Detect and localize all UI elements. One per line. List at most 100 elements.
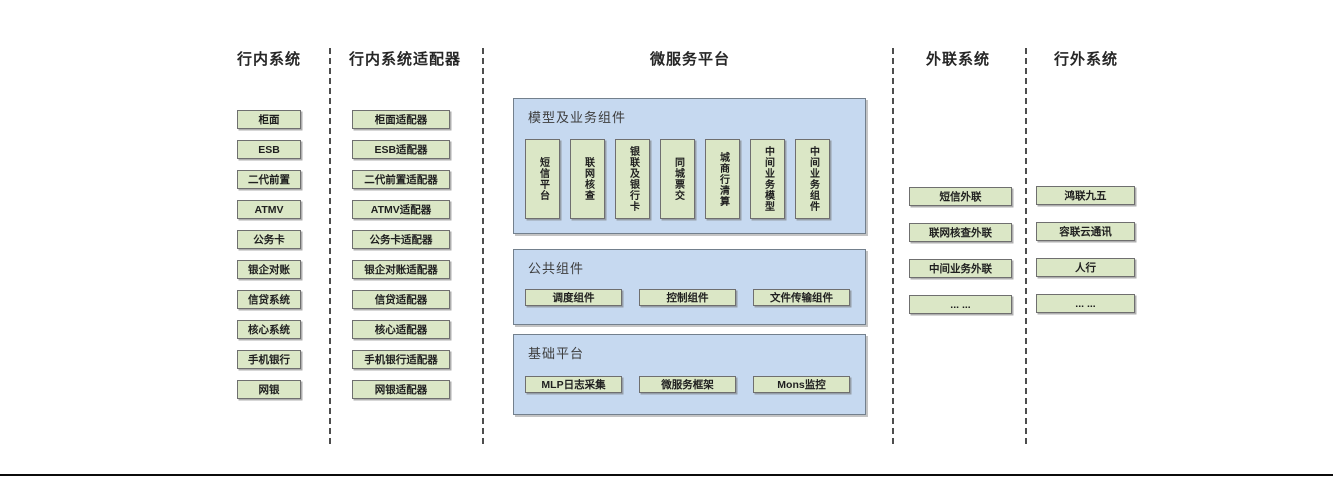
diagram-box: 网银适配器: [352, 380, 450, 399]
diagram-box-label: ESB: [258, 143, 280, 156]
diagram-box: 公务卡: [237, 230, 301, 249]
outside-bank-systems-list: 鸿联九五容联云通讯人行 ... ...: [1036, 186, 1135, 313]
external-link-systems-list: 短信外联联网核查外联中间业务外联 ... ...: [909, 187, 1012, 314]
diagram-box-label: 银企对账适配器: [364, 264, 438, 276]
diagram-box: 联网核查: [570, 139, 605, 219]
diagram-box: 信贷适配器: [352, 290, 450, 309]
diagram-box: 银企对账适配器: [352, 260, 450, 279]
diagram-box-label: 短信平台: [537, 157, 549, 201]
diagram-box-label: 人行: [1075, 262, 1096, 274]
diagram-box: 柜面适配器: [352, 110, 450, 129]
diagram-box-label: 城商行清算: [717, 151, 729, 207]
diagram-box: 联网核查外联: [909, 223, 1012, 242]
diagram-box-label: 网银适配器: [374, 384, 428, 396]
diagram-box: 中间业务外联: [909, 259, 1012, 278]
diagram-box: 银企对账: [237, 260, 301, 279]
diagram-box-label: 鸿联九五: [1064, 190, 1107, 202]
diagram-box: ESB: [237, 140, 301, 159]
diagram-box-label: ATMV适配器: [370, 204, 432, 216]
diagram-box-label: 容联云通讯: [1059, 226, 1112, 238]
diagram-box: 核心系统: [237, 320, 301, 339]
column-separator-3: [892, 48, 894, 444]
diagram-box-label: ATMV: [254, 203, 284, 216]
column-separator-4: [1025, 48, 1027, 444]
diagram-box: 柜面: [237, 110, 301, 129]
diagram-box: 中间业务组件: [795, 139, 830, 219]
diagram-box: 文件传输组件: [753, 289, 850, 306]
model-business-components-list: 短信平台 联网核查 银联及银行卡 同城票交 城商行清算 中间业务模型 中间业务组件: [525, 139, 830, 219]
diagram-box: 短信外联: [909, 187, 1012, 206]
common-components-list: 调度组件 控制组件 文件传输组件: [525, 289, 850, 306]
panel-base-platform: 基础平台 MLP日志采集 微服务框架 Mons监控: [513, 334, 866, 415]
diagram-box: 信贷系统: [237, 290, 301, 309]
diagram-box-label: 中间业务模型: [762, 146, 774, 212]
diagram-box: 短信平台: [525, 139, 560, 219]
diagram-box: 二代前置: [237, 170, 301, 189]
diagram-box: ATMV: [237, 200, 301, 219]
diagram-box-label: 核心系统: [248, 324, 290, 336]
diagram-box: 银联及银行卡: [615, 139, 650, 219]
diagram-box: 容联云通讯: [1036, 222, 1135, 241]
diagram-box-label: 银企对账: [248, 264, 290, 276]
diagram-box: 公务卡适配器: [352, 230, 450, 249]
inbank-systems-list: 柜面 ESB 二代前置 ATMV 公务卡银企对账信贷系统核心系统手机银行网银: [237, 110, 301, 399]
diagram-box-label: 同城票交: [672, 157, 684, 201]
diagram-box: 二代前置适配器: [352, 170, 450, 189]
diagram-box-label: 二代前置适配器: [364, 174, 438, 186]
panel-label: 基础平台: [528, 346, 585, 361]
panel-label: 模型及业务组件: [528, 110, 627, 125]
diagram-box: 人行: [1036, 258, 1135, 277]
panel-common-components: 公共组件 调度组件 控制组件 文件传输组件: [513, 249, 866, 325]
diagram-box-label: 柜面适配器: [374, 114, 428, 126]
column-separator-2: [482, 48, 484, 444]
inbank-adapters-list: 柜面适配器 ESB适配器二代前置适配器 ATMV适配器公务卡适配器银企对账适配器信贷…: [352, 110, 450, 399]
diagram-box: 中间业务模型: [750, 139, 785, 219]
diagram-box-label: 网银: [258, 384, 280, 396]
diagram-box-label: 柜面: [258, 114, 280, 126]
diagram-box: 调度组件: [525, 289, 622, 306]
diagram-box-label: 信贷适配器: [374, 294, 428, 306]
base-platform-list: MLP日志采集 微服务框架 Mons监控: [525, 376, 850, 393]
diagram-box-label: 控制组件: [666, 292, 709, 304]
diagram-box-label: 公务卡适配器: [369, 234, 433, 246]
diagram-box: 同城票交: [660, 139, 695, 219]
diagram-box-label: 信贷系统: [248, 294, 290, 306]
diagram-box: 控制组件: [639, 289, 736, 306]
diagram-box: 鸿联九五: [1036, 186, 1135, 205]
diagram-box-label: 手机银行: [248, 354, 290, 366]
column-header-inbank-adapters: 行内系统适配器: [348, 51, 461, 68]
diagram-box-label: 中间业务外联: [929, 263, 992, 275]
diagram-box-label: MLP日志采集: [541, 379, 606, 391]
diagram-box-label: 手机银行适配器: [364, 354, 438, 366]
column-header-inbank-systems: 行内系统: [236, 51, 301, 68]
diagram-box: MLP日志采集: [525, 376, 622, 393]
column-header-microservice-platform: 微服务平台: [649, 51, 730, 68]
diagram-box: 核心适配器: [352, 320, 450, 339]
diagram-box-label: ESB适配器: [374, 144, 428, 156]
column-header-outside-bank-systems: 行外系统: [1053, 51, 1118, 68]
diagram-box: 微服务框架: [639, 376, 736, 393]
diagram-box-label: 核心适配器: [374, 324, 428, 336]
diagram-box-label: ... ...: [1075, 297, 1096, 310]
diagram-box-label: 调度组件: [552, 292, 595, 304]
diagram-box-label: 二代前置: [248, 174, 290, 186]
diagram-box: ESB适配器: [352, 140, 450, 159]
diagram-box: ATMV适配器: [352, 200, 450, 219]
diagram-box-label: 银联及银行卡: [627, 146, 639, 212]
panel-label: 公共组件: [528, 261, 585, 276]
diagram-box-label: ... ...: [950, 298, 971, 311]
diagram-box-label: 微服务框架: [661, 379, 714, 391]
diagram-box-label: 联网核查外联: [929, 227, 992, 239]
diagram-box: ... ...: [1036, 294, 1135, 313]
diagram-box-label: 短信外联: [939, 191, 982, 203]
diagram-box-label: 文件传输组件: [770, 292, 833, 304]
diagram-box: 手机银行适配器: [352, 350, 450, 369]
diagram-box-label: 联网核查: [582, 157, 594, 201]
diagram-box-label: 中间业务组件: [807, 146, 819, 212]
diagram-box: Mons监控: [753, 376, 850, 393]
diagram-box: 城商行清算: [705, 139, 740, 219]
diagram-box: 网银: [237, 380, 301, 399]
column-separator-1: [329, 48, 331, 444]
diagram-box-label: Mons监控: [777, 379, 826, 391]
